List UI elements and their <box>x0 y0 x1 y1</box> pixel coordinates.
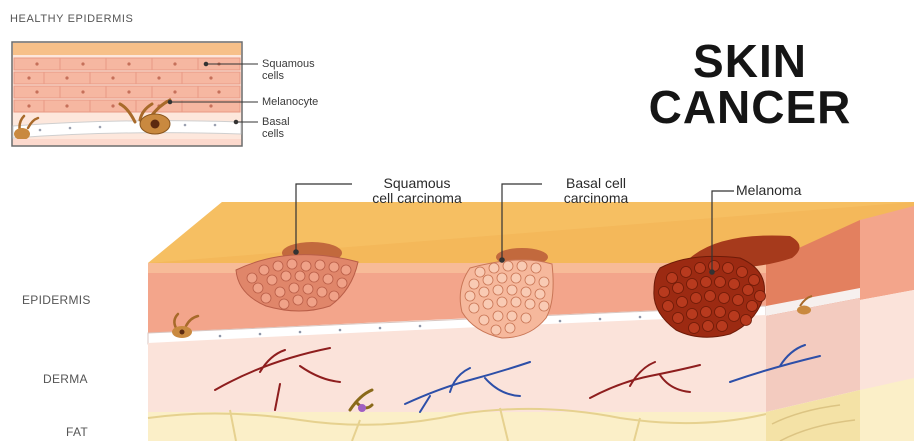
layer-label-derma: DERMA <box>43 372 88 386</box>
healthy-epidermis-inset <box>12 42 242 146</box>
skin-cross-section <box>148 184 914 441</box>
callout-melanoma: Melanoma <box>736 183 856 198</box>
page-title: SKIN CANCER <box>600 38 900 130</box>
label-basal-cells: Basal cells <box>262 116 290 140</box>
callout-squamous-cell-carcinoma: Squamous cell carcinoma <box>342 176 492 206</box>
title-line-1: SKIN <box>600 38 900 84</box>
callout-basal-cell-carcinoma: Basal cell carcinoma <box>536 176 656 206</box>
label-squamous-cells: Squamous cells <box>262 58 315 82</box>
layer-label-epidermis: EPIDERMIS <box>22 293 91 307</box>
title-line-2: CANCER <box>600 84 900 130</box>
label-melanocyte: Melanocyte <box>262 96 318 108</box>
layer-label-fat: FAT <box>66 425 88 439</box>
